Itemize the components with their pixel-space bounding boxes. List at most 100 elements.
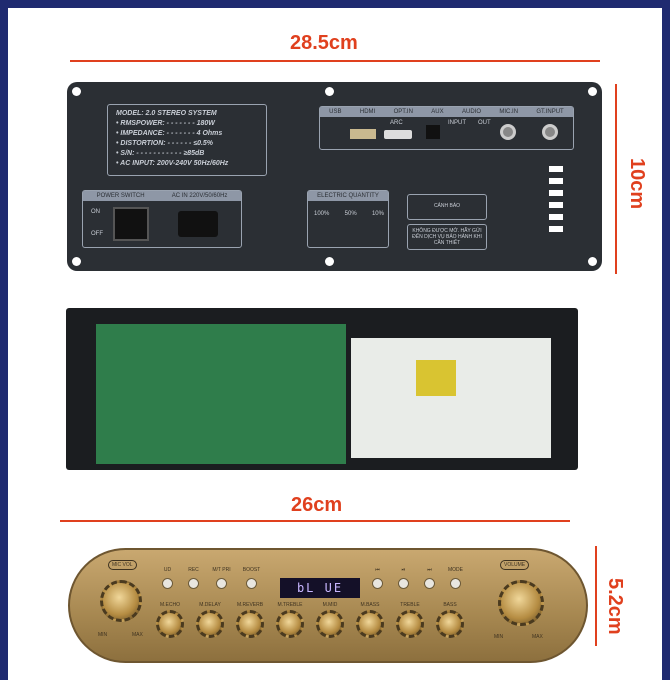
power-switch[interactable] <box>113 207 149 241</box>
button-label: ⏭ <box>427 567 432 573</box>
arc-label: ARC <box>390 120 403 126</box>
effect-knob[interactable] <box>316 610 344 638</box>
width-label-front: 26cm <box>291 494 343 516</box>
mic-volume-knob[interactable] <box>100 580 142 622</box>
front-control-panel: MIC VOL MIN MAX VOLUME MIN MAX bL UE UD REC… <box>68 548 588 663</box>
mount-hole <box>325 87 334 96</box>
level-label: 50% <box>344 211 357 217</box>
effect-knob[interactable] <box>196 610 224 638</box>
power-header: POWER SWITCH AC IN 220V/50/60Hz <box>83 191 241 201</box>
control-button[interactable] <box>188 578 199 589</box>
mic-min-label: MIN <box>98 632 108 638</box>
effect-knob[interactable] <box>276 610 304 638</box>
io-label: GT.INPUT <box>536 109 564 115</box>
button-label: M/T PRI <box>212 567 231 573</box>
spec-line: • DISTORTION: - - - - - - ≤0.5% <box>116 140 214 147</box>
knob-label: M.ECHO <box>160 602 180 608</box>
height-label-top: 10cm <box>626 158 648 210</box>
aux-input-label: INPUT <box>448 120 466 126</box>
main-pcb <box>96 324 346 464</box>
on-label: ON <box>91 209 100 215</box>
control-button[interactable] <box>450 578 461 589</box>
power-switch-label: POWER SWITCH <box>96 193 145 199</box>
control-button[interactable] <box>398 578 409 589</box>
amplifier-board-side <box>66 308 578 470</box>
effect-knob[interactable] <box>356 610 384 638</box>
spec-line: • RMSPOWER: - - - - - - - 180W <box>116 120 215 127</box>
display: bL UE <box>280 578 360 598</box>
mic-max-label: MAX <box>132 632 143 638</box>
ac-socket <box>178 211 218 237</box>
knob-label: M.BASS <box>360 602 380 608</box>
guitar-jack[interactable] <box>542 124 558 140</box>
io-label: OPT.IN <box>393 109 413 115</box>
io-label: AUX <box>431 109 444 115</box>
knob-label: BASS <box>443 602 457 608</box>
mic-jack[interactable] <box>500 124 516 140</box>
control-button[interactable] <box>246 578 257 589</box>
transformer <box>416 360 456 396</box>
button-label: MODE <box>448 567 463 573</box>
button-label: UD <box>163 567 172 573</box>
control-button[interactable] <box>424 578 435 589</box>
warning-text: KHÔNG ĐƯỢC MỞ. HÃY GỬI ĐẾN DỊCH VỤ BẢO H… <box>407 224 487 250</box>
height-dimension-line <box>615 84 617 274</box>
io-label: USB <box>329 109 342 115</box>
back-panel: MODEL: 2.0 STEREO SYSTEM • RMSPOWER: - - … <box>67 82 602 271</box>
io-label: AUDIO <box>461 109 481 115</box>
control-button[interactable] <box>372 578 383 589</box>
spec-line: • AC INPUT: 200V-240V 50Hz/60Hz <box>116 160 229 167</box>
power-pcb <box>351 338 551 458</box>
off-label: OFF <box>91 231 103 237</box>
ac-in-label: AC IN 220V/50/60Hz <box>171 193 228 199</box>
volume-min-label: MIN <box>494 634 504 640</box>
knob-label: M.REVERB <box>236 602 264 608</box>
spec-block: MODEL: 2.0 STEREO SYSTEM • RMSPOWER: - - … <box>107 104 267 176</box>
mount-hole <box>588 257 597 266</box>
knob-label: TREBLE <box>400 602 420 608</box>
mount-hole <box>72 87 81 96</box>
mount-hole <box>588 87 597 96</box>
hdmi-port[interactable] <box>384 130 412 139</box>
vent-slots <box>549 166 563 236</box>
effect-knob[interactable] <box>436 610 464 638</box>
effect-knob[interactable] <box>236 610 264 638</box>
io-label: MIC.IN <box>499 109 519 115</box>
level-label: 100% <box>314 211 330 217</box>
io-header: USB HDMI OPT.IN AUX AUDIO MIC.IN GT.INPUT <box>320 107 573 117</box>
effect-knob[interactable] <box>396 610 424 638</box>
width-dimension-line <box>70 60 600 62</box>
front-height-line <box>595 546 597 646</box>
button-label: ⏮ <box>375 567 380 573</box>
volume-knob[interactable] <box>498 580 544 626</box>
optical-port[interactable] <box>426 125 440 139</box>
knob-label: M.MID <box>322 602 338 608</box>
product-image: 28.5cm 10cm MODEL: 2.0 STEREO SYSTEM • RM… <box>8 8 662 680</box>
knob-label: M.DELAY <box>199 602 221 608</box>
volume-label: VOLUME <box>500 560 530 570</box>
width-label-top: 28.5cm <box>290 32 358 54</box>
height-label-front: 5.2cm <box>604 578 626 635</box>
audio-out-label: OUT <box>478 120 491 126</box>
usb-port[interactable] <box>350 129 376 139</box>
io-label: HDMI <box>359 109 376 115</box>
control-button[interactable] <box>162 578 173 589</box>
battery-header: ELECTRIC QUANTITY <box>308 191 388 201</box>
level-label: 10% <box>371 211 384 217</box>
button-label: ⏯ <box>401 567 406 573</box>
mount-hole <box>72 257 81 266</box>
control-button[interactable] <box>216 578 227 589</box>
spec-line: • S/N: - - - - - - - - - - - ≥85dB <box>116 150 205 157</box>
front-width-line <box>60 520 570 522</box>
button-label: REC <box>188 567 199 573</box>
volume-max-label: MAX <box>532 634 543 640</box>
effect-knob[interactable] <box>156 610 184 638</box>
spec-line: • IMPEDANCE: - - - - - - - 4 Ohms <box>116 130 223 137</box>
power-section: POWER SWITCH AC IN 220V/50/60Hz ON OFF <box>82 190 242 248</box>
spec-line: MODEL: 2.0 STEREO SYSTEM <box>116 110 217 117</box>
mic-vol-label: MIC VOL <box>108 560 137 570</box>
knob-label: M.TREBLE <box>277 602 303 608</box>
button-label: BOOST <box>242 567 261 573</box>
warning-label: CẢNH BÁO <box>407 194 487 220</box>
